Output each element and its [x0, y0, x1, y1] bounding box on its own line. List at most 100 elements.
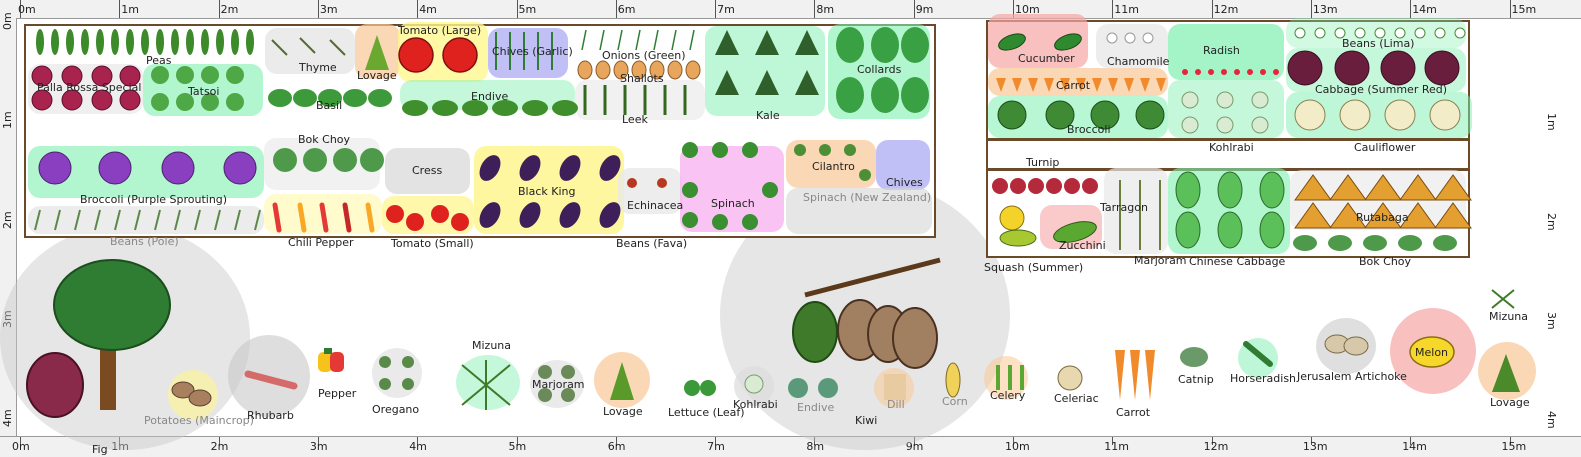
zone-chives-left	[876, 140, 930, 190]
squash-summer-icon	[999, 205, 1025, 231]
ruler-bottom-label: 7m	[707, 440, 725, 453]
mizuna-right-icon	[1491, 289, 1515, 309]
oregano-spread	[372, 348, 422, 398]
ruler-top-label: 11m	[1114, 3, 1140, 16]
cabbage-red-icon	[1287, 50, 1460, 86]
label-lovage-ground: Lovage	[603, 405, 643, 418]
ruler-top-tick	[317, 0, 319, 18]
echinacea-icon	[627, 178, 667, 188]
leek-icon	[583, 85, 687, 115]
label-bok-choy-right: Bok Choy	[1359, 255, 1412, 268]
label-squash-summer: Squash (Summer)	[984, 261, 1084, 274]
ruler-top-tick	[1410, 0, 1412, 18]
zone-leek	[575, 80, 705, 120]
label-thyme: Thyme	[299, 61, 337, 74]
label-rutabaga: Rutabaga	[1356, 211, 1409, 224]
pepper-icon	[318, 348, 344, 372]
celeriac-icon	[1057, 365, 1083, 391]
onions-green-icon	[581, 29, 695, 51]
ruler-bottom-tick	[615, 437, 617, 445]
label-marjoram-bed: Marjoram	[1134, 254, 1187, 267]
ruler-bottom-tick	[1112, 437, 1114, 445]
kohlrabi-bed-icon	[1181, 91, 1269, 134]
ruler-bottom-label: 9m	[905, 440, 924, 453]
ruler-bottom-tick	[317, 437, 319, 445]
label-kale: Kale	[756, 109, 780, 122]
label-chives-left: Chives	[886, 176, 923, 189]
ruler-bottom-tick	[814, 437, 816, 445]
ruler-top-tick	[20, 0, 21, 18]
carrot-ground-icon	[1115, 350, 1155, 400]
label-horseradish: Horseradish	[1230, 372, 1297, 385]
label-chives-garlic: Chives (Garlic)	[492, 45, 573, 58]
label-beans-lima: Beans (Lima)	[1342, 37, 1415, 50]
ruler-bottom-label: 8m	[806, 440, 825, 453]
ruler-top-tick	[119, 0, 121, 18]
label-dill: Dill	[887, 398, 905, 411]
ruler-bottom-label: 4m	[409, 440, 427, 453]
cucumber-icon	[998, 33, 1082, 51]
ruler-top-tick	[814, 0, 816, 18]
label-lovage-right: Lovage	[1490, 396, 1530, 409]
label-rhubarb: Rhubarb	[247, 409, 294, 422]
ruler-bottom-label: 10m	[1005, 440, 1030, 453]
lettuce-icon	[684, 380, 716, 396]
label-cabbage-red: Cabbage (Summer Red)	[1315, 83, 1448, 96]
ruler-bottom-tick	[1509, 437, 1511, 445]
mizuna-icon	[461, 360, 511, 410]
ruler-top-label: 14m	[1412, 3, 1437, 16]
label-spinach: Spinach	[711, 197, 755, 210]
ruler-top-tick	[1013, 0, 1014, 18]
ruler-right-label: 4m	[1545, 411, 1558, 429]
corn-icon	[945, 362, 961, 398]
label-broccoli-purple: Broccoli (Purple Sprouting)	[80, 193, 228, 206]
ruler-bottom-label: 13m	[1302, 440, 1328, 453]
ruler-bottom-tick	[516, 437, 518, 445]
label-endive-ground: Endive	[797, 401, 835, 414]
label-broccoli-right: Broccoli	[1067, 123, 1111, 136]
ruler-bottom-label: 3m	[309, 440, 328, 453]
label-onions-green: Onions (Green)	[602, 49, 686, 62]
shallots-icon	[577, 60, 701, 80]
label-carrot-ground: Carrot	[1116, 406, 1151, 419]
chili-pepper-icon	[272, 202, 375, 233]
ruler-top-label: 13m	[1312, 3, 1338, 16]
radicchio-icon	[31, 65, 141, 111]
thyme-icon	[271, 37, 346, 56]
label-zucchini: Zucchini	[1059, 239, 1106, 252]
tarragon-icon	[1119, 180, 1161, 250]
label-lettuce: Lettuce (Leaf)	[668, 406, 745, 419]
cilantro-icon	[794, 144, 871, 181]
label-catnip: Catnip	[1178, 373, 1214, 386]
cauliflower-icon	[1294, 99, 1461, 131]
label-beans-pole: Beans (Pole)	[110, 235, 179, 248]
label-lovage-bed: Lovage	[357, 69, 397, 82]
label-cucumber: Cucumber	[1018, 52, 1075, 65]
rhubarb-icon	[244, 370, 298, 390]
ruler-bottom-tick	[913, 437, 915, 445]
label-kohlrabi-bed: Kohlrabi	[1209, 141, 1254, 154]
squash-summer-2-icon	[999, 229, 1037, 247]
label-fig: Fig	[92, 443, 108, 456]
label-spinach-nz: Spinach (New Zealand)	[803, 191, 932, 204]
ruler-bottom-tick	[1410, 437, 1412, 445]
ruler-bottom-tick	[1310, 437, 1312, 445]
label-palla-rossa: Palla Rossa Special	[37, 81, 142, 94]
ruler-right-label: 2m	[1545, 212, 1558, 231]
label-celery: Celery	[990, 389, 1026, 402]
catnip-icon	[1180, 347, 1208, 367]
ruler-top-tick	[516, 0, 518, 18]
oregano-icon	[379, 356, 414, 390]
label-echinacea: Echinacea	[627, 199, 684, 212]
horseradish-icon	[1243, 341, 1273, 367]
peas-icon	[36, 29, 254, 55]
ruler-top-label: 9m	[915, 3, 934, 16]
label-cauliflower: Cauliflower	[1354, 141, 1416, 154]
bok-choy-left-icon	[273, 148, 384, 172]
label-black-king: Black King	[518, 185, 576, 198]
ruler-top-tick	[417, 0, 419, 18]
label-chili-pepper: Chili Pepper	[288, 236, 354, 249]
celery-icon	[996, 365, 1024, 390]
marjoram-spread	[530, 360, 584, 408]
